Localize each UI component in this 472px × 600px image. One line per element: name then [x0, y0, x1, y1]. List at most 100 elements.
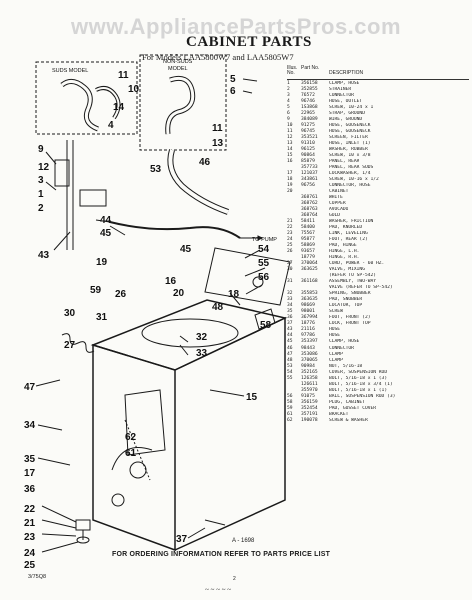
parts-row-part-no: 370064 [301, 261, 318, 267]
parts-row-description: HOSE, OUTLET [329, 98, 363, 104]
parts-row-illus-no: 2 [287, 86, 290, 92]
parts-row-description: LINK, LEVELING [329, 231, 368, 237]
parts-row-illus-no: 54 [287, 369, 293, 375]
callout-36: 36 [24, 484, 36, 495]
callout-30: 30 [64, 308, 76, 319]
callout-45b: 45 [180, 244, 192, 255]
parts-row-illus-no: 19 [287, 183, 293, 189]
callout-54: 54 [258, 244, 270, 255]
ordering-note: FOR ORDERING INFORMATION REFER TO PARTS … [112, 551, 331, 558]
parts-row-description: BALL, SUSPENSION ROD (3) [329, 393, 396, 399]
parts-row-description: PANEL, REAR [329, 159, 360, 165]
parts-row-part-no: 58400 [301, 225, 315, 231]
parts-row-illus-no: 32 [287, 291, 293, 297]
parts-row-description: LOCKWASHER, 1/4 [329, 171, 371, 177]
parts-row-illus-no: 4 [287, 98, 290, 104]
header-description: DESCRIPTION [329, 70, 364, 76]
callout-18: 18 [228, 289, 240, 300]
parts-row-illus-no: 11 [287, 128, 293, 134]
parts-row-description: SCREW [329, 309, 343, 315]
parts-row-part-no: 368763 [301, 207, 318, 213]
parts-row-illus-no: 3 [287, 92, 290, 98]
parts-row-description: VALVE, MIXING [329, 267, 365, 273]
parts-row-description: BOLT, 5/16-18 x 1 (3) [329, 375, 388, 381]
parts-row-part-no: 85879 [301, 159, 315, 165]
header-part-no: Part No. [301, 65, 320, 71]
parts-row-illus-no: 10 [287, 122, 293, 128]
page-subtitle: For Models LAA5800W7 and LAA5805W7 [142, 52, 294, 62]
parts-row-part-no: 352855 [301, 86, 318, 92]
callout-6: 6 [230, 86, 236, 97]
callout-43: 43 [38, 250, 50, 261]
parts-row-description: WHITE [329, 195, 343, 201]
callout-2: 2 [38, 203, 44, 214]
parts-row-part-no: 96756 [301, 183, 315, 189]
callout-11: 11 [118, 70, 129, 81]
parts-row-illus-no: 18 [287, 177, 293, 183]
parts-row-part-no: 18779 [301, 255, 315, 261]
parts-row-description: FOOT, REAR (2) [329, 237, 368, 243]
parts-row-description: ASSEMBLY, TWO-WAY [329, 279, 377, 285]
parts-list-row: VALVE (REFER TO SP-542) [287, 285, 469, 291]
parts-row-part-no: 357733 [301, 165, 318, 171]
parts-row-illus-no: 22 [287, 225, 293, 231]
callout-62: 62 [125, 432, 137, 443]
parts-row-illus-no: 14 [287, 146, 293, 152]
parts-row-description: HOSE [329, 333, 341, 339]
callout-14: 14 [113, 102, 125, 113]
parts-row-part-no: 18776 [301, 321, 315, 327]
parts-row-illus-no: 37 [287, 321, 293, 327]
suds-model-box [35, 61, 138, 135]
parts-row-description: BRACKET [329, 411, 349, 417]
callout-16: 16 [165, 276, 177, 287]
parts-row-description: VALVE (REFER TO SP-542) [329, 285, 393, 291]
parts-row-description: CONNECTOR [329, 345, 354, 351]
parts-row-description: HOSE, GOOSENECK [329, 128, 371, 134]
parts-row-part-no: 90864 [301, 153, 315, 158]
callout-4: 4 [108, 120, 114, 131]
parts-row-illus-no: 23 [287, 231, 293, 237]
parts-row-illus-no: 16 [287, 159, 293, 165]
parts-row-description: HOSE, INLET (1) [329, 140, 371, 146]
parts-row-illus-no: 6 [287, 110, 290, 116]
parts-row-part-no: 95877 [301, 237, 315, 243]
parts-row-part-no: 126611 [301, 381, 318, 387]
parts-list-row: 16 85879 PANEL, REAR [287, 159, 469, 165]
parts-row-description: CLAMP, HOSE [329, 80, 360, 86]
callout-33: 33 [196, 348, 208, 359]
header-illus-no: Illus. No. [287, 65, 298, 77]
signature-mark: ~ ~ ~ ~ ~ [205, 586, 231, 594]
parts-row-illus-no: 58 [287, 399, 293, 405]
parts-row-part-no: 367994 [301, 315, 318, 321]
parts-row-part-no: 352454 [301, 405, 318, 411]
callout-13: 13 [212, 138, 224, 149]
suds-model-label: SUDS MODEL [52, 68, 88, 74]
parts-row-description: FOOT, FRONT (2) [329, 315, 371, 321]
parts-row-part-no: 91310 [301, 140, 315, 146]
parts-row-part-no: 361168 [301, 279, 318, 285]
